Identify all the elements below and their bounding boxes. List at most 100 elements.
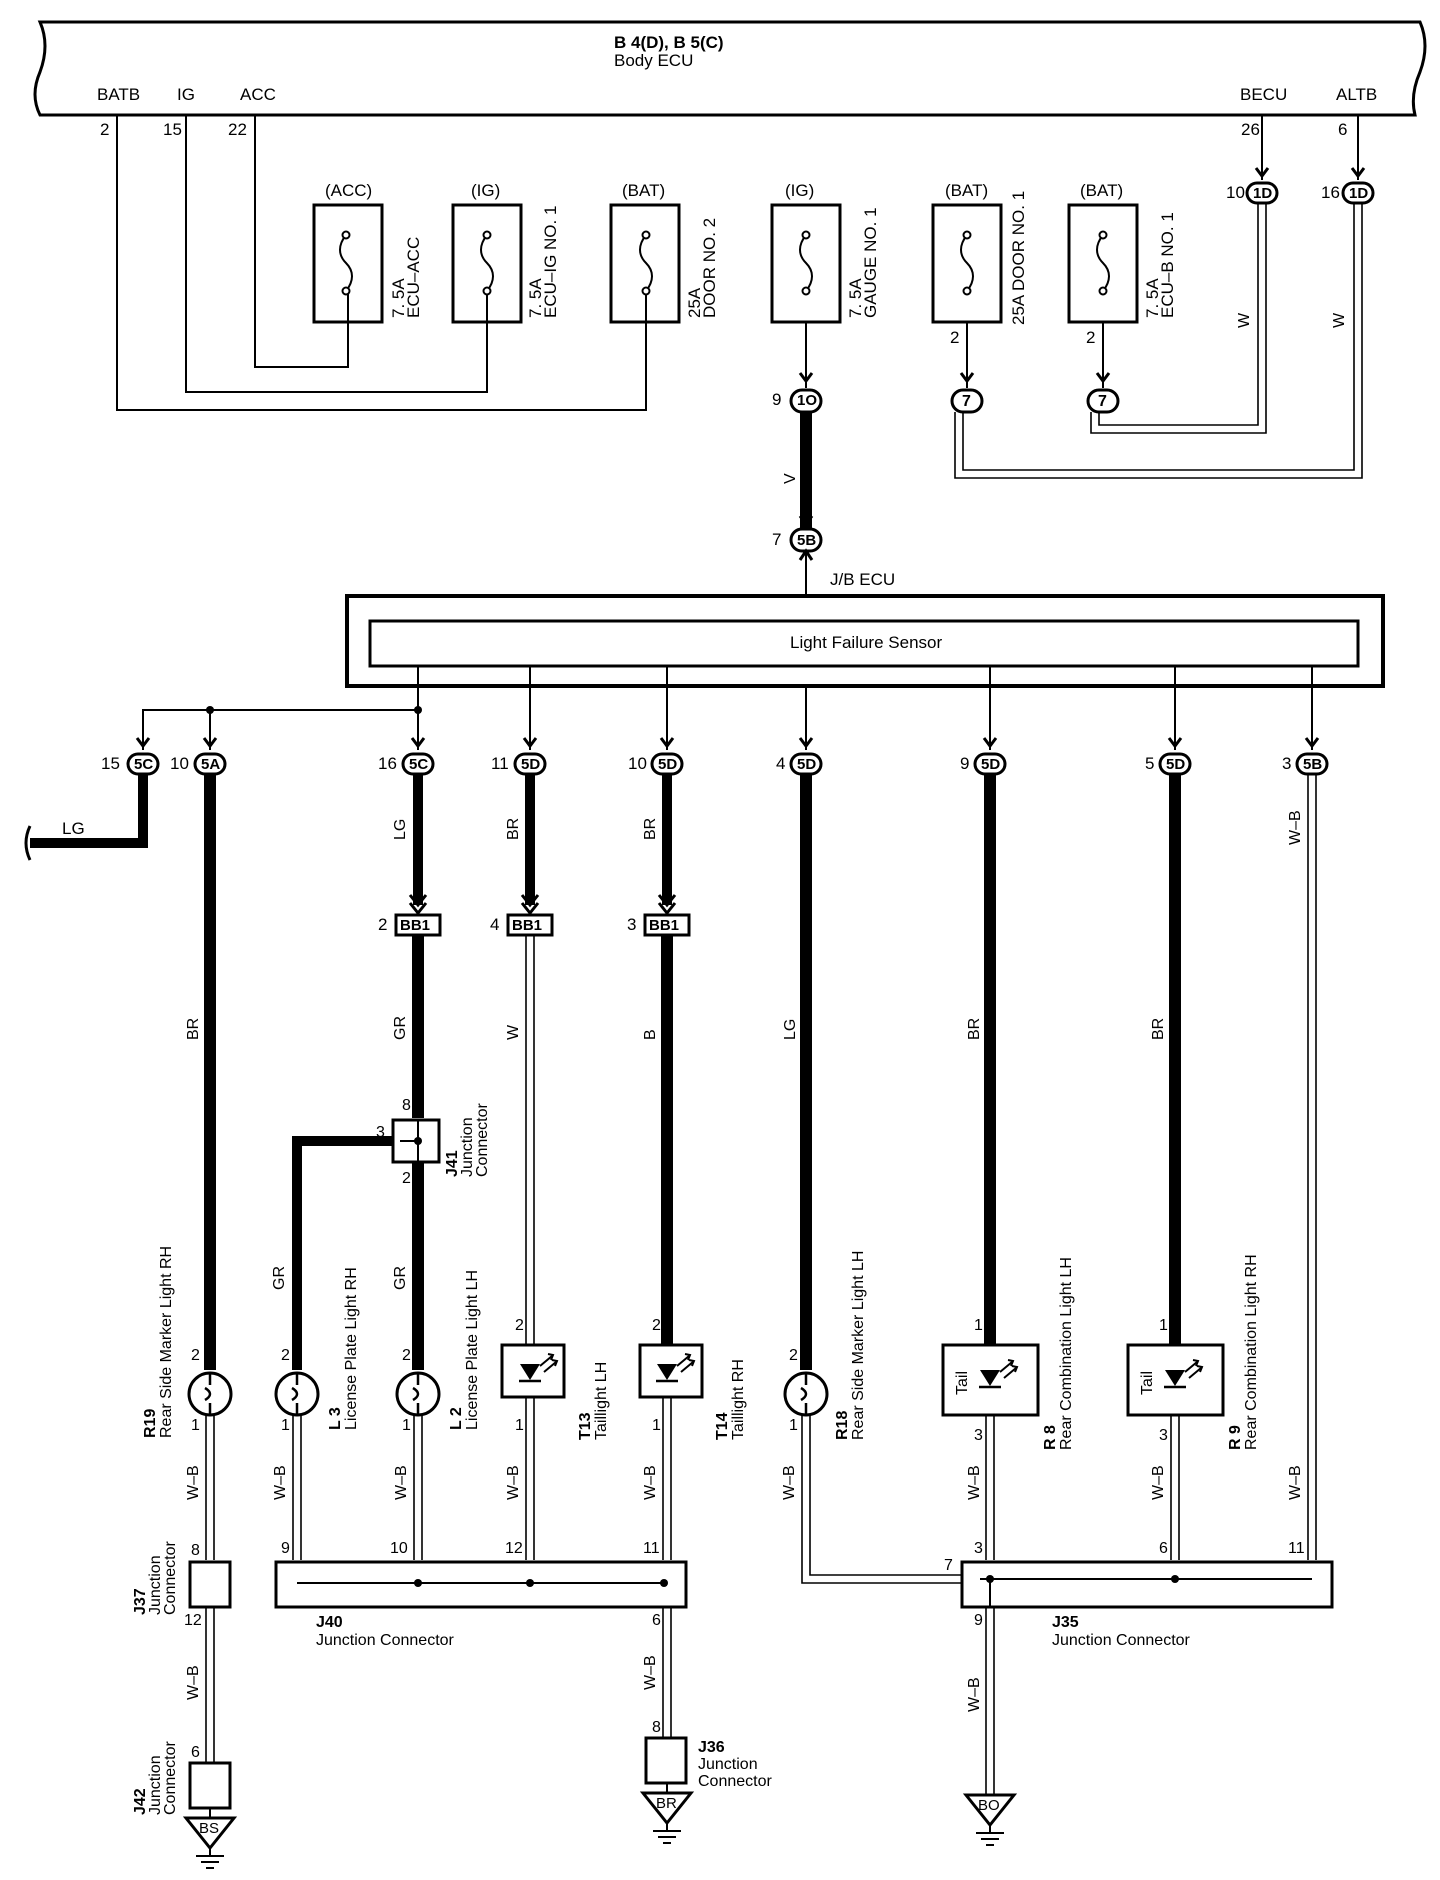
svg-text:Junction: Junction [698, 1756, 758, 1773]
fuse-out-pin: 2 [1086, 328, 1095, 347]
svg-text:J36: J36 [698, 1739, 725, 1756]
fuse-rating: 7. 5A [1143, 278, 1162, 318]
svg-text:BO: BO [978, 1797, 1000, 1814]
svg-text:J35: J35 [1052, 1614, 1079, 1631]
svg-text:BR: BR [185, 1018, 202, 1040]
j36-junction-connector: 8 J36 Junction Connector [644, 1719, 772, 1790]
svg-text:W–B: W–B [185, 1665, 202, 1700]
ground-bo: BO [962, 1793, 1018, 1846]
fuse-supply: (BAT) [945, 181, 988, 200]
j42-junction-connector: 6 J42 Junction Connector [132, 1741, 232, 1815]
ecu-pin-num-acc: 22 [228, 120, 247, 139]
fuse-rating: 7. 5A [389, 278, 408, 318]
ecu-pin-label-becu: BECU [1240, 85, 1287, 104]
fuse-output-lines [805, 322, 1104, 388]
svg-text:5: 5 [1145, 754, 1154, 773]
svg-text:T14: T14 [714, 1412, 731, 1440]
light-l3: 2 1 L 3 License Plate Light RH [274, 1267, 360, 1434]
wire-w-t13 [525, 935, 535, 1345]
connector-5b-3: 5B 3 [1282, 752, 1329, 776]
jb-output-arrows [135, 736, 1320, 748]
svg-text:1: 1 [1159, 1317, 1168, 1334]
svg-text:R 8: R 8 [1042, 1425, 1059, 1450]
svg-text:3: 3 [627, 915, 636, 934]
svg-text:2: 2 [281, 1347, 290, 1364]
connector-5d-10: 5D 10 [628, 752, 684, 776]
light-l2: 2 1 L 2 License Plate Light LH [395, 1270, 481, 1434]
fuse-gauge-no1: (IG) 7. 5A GAUGE NO. 1 [770, 181, 880, 324]
fuse-rating: 25A DOOR NO. 1 [1009, 191, 1028, 325]
svg-text:BB1: BB1 [512, 917, 542, 934]
svg-text:J42: J42 [132, 1788, 149, 1815]
svg-text:16: 16 [378, 754, 397, 773]
svg-text:W–B: W–B [1287, 1465, 1304, 1500]
svg-text:5A: 5A [201, 756, 220, 773]
light-r8: 1 Tail 3 R 8 Rear Combination Light LH [941, 1257, 1075, 1450]
connector-5c-16: 5C 16 [378, 752, 435, 776]
svg-text:J40: J40 [316, 1614, 343, 1631]
svg-text:GR: GR [271, 1266, 288, 1290]
svg-text:3: 3 [1282, 754, 1291, 773]
svg-text:10: 10 [1226, 183, 1245, 202]
jb-ecu-title: J/B ECU [830, 570, 895, 589]
svg-text:W–B: W–B [642, 1655, 659, 1690]
becu-altb-lines [1261, 115, 1359, 180]
svg-text:3: 3 [1159, 1427, 1168, 1444]
svg-text:B: B [642, 1029, 659, 1040]
light-r18: 2 1 R18 Rear Side Marker Light LH [783, 1251, 867, 1440]
svg-text:Taillight RH: Taillight RH [730, 1359, 747, 1440]
fuse-out-pin: 2 [950, 328, 959, 347]
connector-5d-9: 5D 9 [960, 752, 1007, 776]
fuse-name: GAUGE NO. 1 [861, 207, 880, 318]
fuse-rating: 7. 5A [846, 278, 865, 318]
connector-1d-becu: 1D 10 [1226, 181, 1279, 205]
fuse-name: ECU–IG NO. 1 [541, 206, 560, 318]
svg-text:11: 11 [1288, 1540, 1305, 1557]
svg-text:W–B: W–B [966, 1465, 983, 1500]
svg-text:9: 9 [960, 754, 969, 773]
svg-text:Taillight LH: Taillight LH [593, 1362, 610, 1440]
fuse-door-no1: (BAT) 25A DOOR NO. 1 2 [931, 181, 1028, 347]
j35-junction-connector: 7 3 6 11 9 J35 Junction Connector [944, 1540, 1334, 1649]
jb-output-connectors: 5C 15 5A 10 5C 16 5D 11 5D 10 5D 4 [101, 752, 1329, 776]
jb-ecu: J/B ECU Light Failure Sensor [345, 570, 1385, 688]
svg-text:W–B: W–B [966, 1677, 983, 1712]
svg-text:3: 3 [376, 1124, 385, 1141]
svg-text:11: 11 [491, 754, 509, 773]
svg-text:15: 15 [101, 754, 120, 773]
connector-5d-4: 5D 4 [776, 752, 823, 776]
fuse-supply: (BAT) [1080, 181, 1123, 200]
svg-text:GR: GR [392, 1016, 409, 1040]
svg-text:7: 7 [962, 393, 971, 410]
svg-text:5C: 5C [134, 756, 153, 773]
fuse-name: DOOR NO. 2 [700, 218, 719, 318]
svg-text:10: 10 [628, 754, 647, 773]
svg-text:3: 3 [974, 1540, 983, 1557]
connector-1d-altb: 1D 16 [1321, 181, 1375, 205]
svg-text:1D: 1D [1349, 185, 1368, 202]
svg-text:Tail: Tail [954, 1371, 971, 1395]
fuse-ecu-b-no1: (BAT) 7. 5A ECU–B NO. 1 2 [1067, 181, 1177, 347]
body-ecu: B 4(D), B 5(C) Body ECU BATB IG ACC BECU… [33, 20, 1427, 139]
svg-text:9: 9 [772, 390, 781, 409]
svg-text:Rear Side Marker Light LH: Rear Side Marker Light LH [850, 1251, 867, 1440]
fuse-supply: (BAT) [622, 181, 665, 200]
body-ecu-name: Body ECU [614, 51, 693, 70]
svg-text:Connector: Connector [162, 1741, 179, 1815]
ecu-pin-num-batb: 2 [100, 120, 109, 139]
body-ecu-code: B 4(D), B 5(C) [614, 33, 724, 52]
svg-text:8: 8 [191, 1542, 200, 1559]
svg-text:1: 1 [402, 1417, 411, 1434]
fuse-supply: (IG) [785, 181, 814, 200]
light-r19: 2 1 R19 Rear Side Marker Light RH [142, 1246, 233, 1438]
svg-text:R19: R19 [142, 1409, 159, 1438]
svg-text:License Plate Light RH: License Plate Light RH [343, 1267, 360, 1430]
light-t13: 2 1 T13 Taillight LH [500, 1317, 610, 1440]
svg-text:5D: 5D [797, 756, 816, 773]
svg-text:5D: 5D [521, 756, 540, 773]
light-failure-sensor-label: Light Failure Sensor [790, 633, 942, 652]
svg-text:9: 9 [974, 1612, 983, 1629]
svg-text:7: 7 [944, 1557, 953, 1574]
svg-text:W–B: W–B [1287, 810, 1304, 845]
svg-text:1: 1 [974, 1317, 983, 1334]
